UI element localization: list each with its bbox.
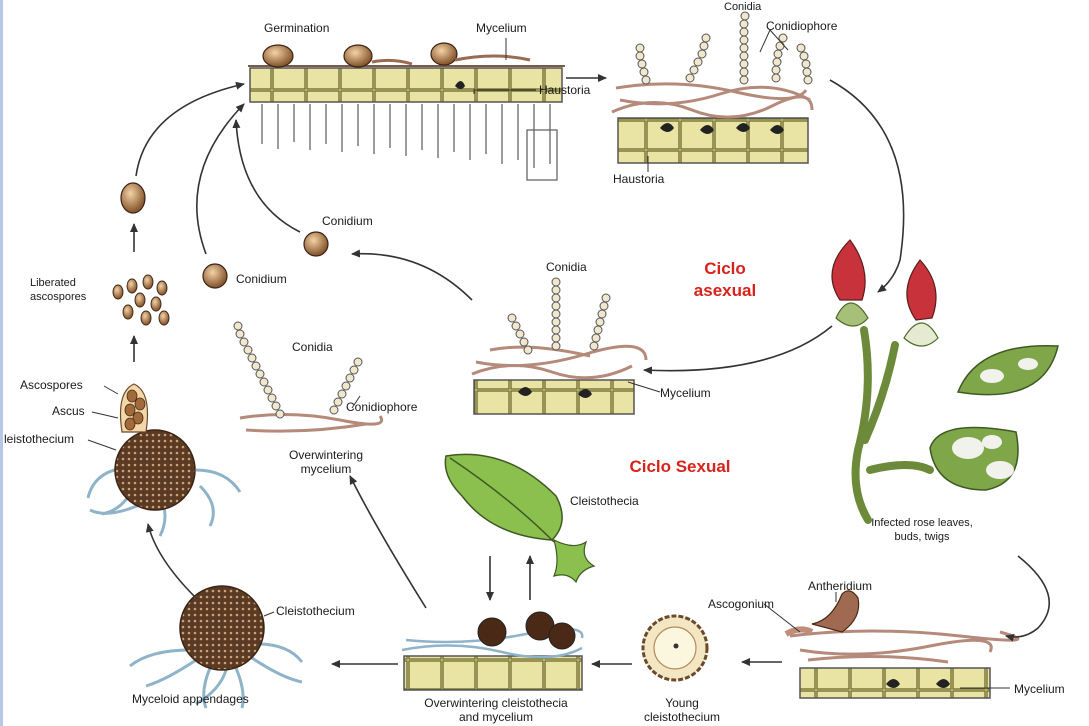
label-conidia-top: Conidia xyxy=(724,0,761,14)
label-young-line1: Young xyxy=(644,696,720,710)
label-ascus: Ascus xyxy=(52,404,85,418)
infected-rose-illustration xyxy=(832,240,1058,520)
label-mycelium-right: Mycelium xyxy=(1014,682,1065,696)
young-cleistothecium-art xyxy=(643,616,707,680)
label-overwintering-mycelium-line2: mycelium xyxy=(289,462,363,476)
label-ascospores: Ascospores xyxy=(20,378,83,392)
cycle-arrows xyxy=(134,78,1049,664)
label-overwintering-cleistothecia: Overwintering cleistothecia and mycelium xyxy=(424,696,567,724)
arrow-cleistothecia-to-overwintering-mycelium xyxy=(350,476,426,608)
ascogonium-antheridium-art xyxy=(786,591,1018,698)
label-infected-line1: Infected rose leaves, xyxy=(871,516,973,530)
label-liberated-ascospores: Liberated ascospores xyxy=(30,276,86,304)
leaf-tissue-germination xyxy=(248,43,565,180)
label-overwintering-mycelium-line1: Overwintering xyxy=(289,448,363,462)
label-cleistothecium-bottom: Cleistothecium xyxy=(276,604,355,618)
label-overwintering-mycelium: Overwintering mycelium xyxy=(289,448,363,476)
label-liberated-line1: Liberated xyxy=(30,276,86,290)
label-conidia-left: Conidia xyxy=(292,340,333,354)
asexual-cycle-line2: asexual xyxy=(650,280,800,302)
label-young-line2: cleistothecium xyxy=(644,710,720,724)
label-liberated-line2: ascospores xyxy=(30,290,86,304)
label-conidium-center: Conidium xyxy=(322,214,373,228)
label-infected-rose: Infected rose leaves, buds, twigs xyxy=(871,516,973,544)
asexual-mycelium-tissue xyxy=(472,278,646,414)
asexual-cycle-title: Ciclo asexual xyxy=(650,258,800,302)
label-cleistothecium-left: leistothecium xyxy=(4,432,74,446)
label-overwintering-cleistothecia-line2: and mycelium xyxy=(424,710,567,724)
ascospores-art xyxy=(113,183,328,325)
label-mycelium-top: Mycelium xyxy=(476,21,527,35)
arrow-spore-to-germination xyxy=(136,84,244,176)
label-myceloid-appendages: Myceloid appendages xyxy=(132,692,249,706)
label-conidiophore-top: Conidiophore xyxy=(766,19,837,33)
label-ascogonium: Ascogonium xyxy=(708,597,774,611)
label-haustoria-top: Haustoria xyxy=(539,83,590,97)
overwintering-cleistothecia-art xyxy=(402,612,582,690)
overwintering-mycelium-art xyxy=(234,322,382,431)
label-haustoria-right: Haustoria xyxy=(613,172,664,186)
label-antheridium: Antheridium xyxy=(808,579,872,593)
label-mycelium-center: Mycelium xyxy=(660,386,711,400)
label-conidiophore-left: Conidiophore xyxy=(346,400,417,414)
label-germination: Germination xyxy=(264,21,329,35)
leaf-with-cleistothecia xyxy=(445,454,594,582)
sexual-cycle-title: Ciclo Sexual xyxy=(600,456,760,478)
label-infected-line2: buds, twigs xyxy=(871,530,973,544)
label-cleistothecia-leaf: Cleistothecia xyxy=(570,494,639,508)
label-conidium-left: Conidium xyxy=(236,272,287,286)
arrow-rose-to-ascogonium xyxy=(1006,556,1049,637)
arrow-mycelium-to-conidium xyxy=(352,254,472,300)
conidiophore-cluster xyxy=(612,12,812,163)
arrow-conidium-to-germination xyxy=(236,120,300,232)
arrow-rose-to-asexual-mycelium xyxy=(644,326,832,371)
label-overwintering-cleistothecia-line1: Overwintering cleistothecia xyxy=(424,696,567,710)
asexual-cycle-line1: Ciclo xyxy=(650,258,800,280)
arrow-cleistothecium-to-ascus xyxy=(148,524,196,598)
label-conidia-center: Conidia xyxy=(546,260,587,274)
ascus-cleistothecium-art xyxy=(88,384,240,536)
label-young-cleistothecium: Young cleistothecium xyxy=(644,696,720,724)
